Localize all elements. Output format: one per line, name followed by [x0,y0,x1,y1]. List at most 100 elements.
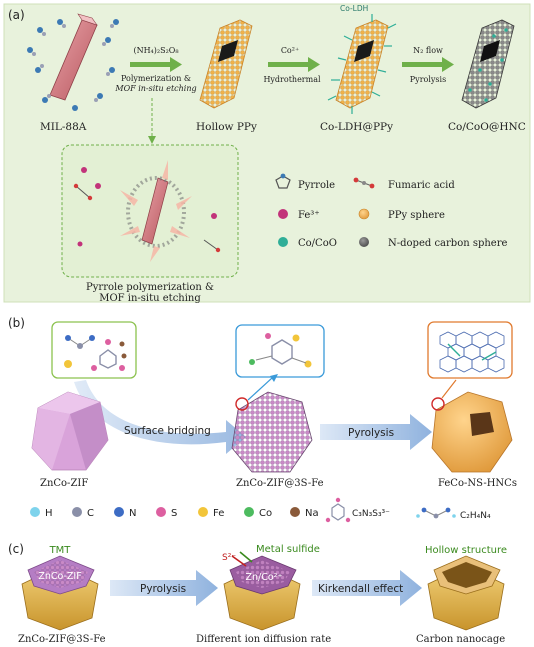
arrow-pyrolysis-b-label: Pyrolysis [348,427,394,439]
co-coo-icon [278,237,288,247]
svg-text:N: N [129,508,136,519]
stage-label-c-1: ZnCo-ZIF@3S-Fe [18,634,106,645]
co-ldh-ppy-structure [327,14,397,114]
stage-label-c-2: Different ion diffusion rate [196,634,331,645]
atom-legend-na: Na [290,507,319,519]
inset-arrows [120,160,192,262]
znco-zif-3s-fe [231,374,313,473]
formula-1-text: C₃N₃S₃³⁻ [352,509,390,519]
fumaric-acid-icon [353,177,375,189]
atom-legend: H C N S Fe Co Na C₃N₃S₃³⁻ C₂H₄N₄ [30,497,491,523]
svg-text:Fe: Fe [213,508,224,519]
fe-ion-icon [278,209,288,219]
atom-legend-s: S [156,507,177,519]
feco-ns-hncs-opening [470,412,494,436]
co-coo-hnc-structure [461,19,515,109]
legend-label-fumaric: Fumaric acid [388,180,455,191]
arrow2-top-label: Co²⁺ [281,46,299,55]
arrow-kirkendall: Kirkendall effect [312,570,422,606]
formula-c2h4n4: C₂H₄N₄ [416,507,491,521]
hollow-ppy-opening [218,40,238,62]
legend-a-item-fe: Fe³⁺ [278,209,320,221]
legend-label-carbon: N-doped carbon sphere [388,238,508,249]
legend-a-item-co-coo: Co/CoO [278,237,337,249]
molecule-box-right [427,321,513,379]
arrow-kirkendall-label: Kirkendall effect [318,583,403,595]
svg-text:Co: Co [259,508,272,519]
co-ldh-tag: Co-LDH [340,4,368,13]
feco-ns-hncs [431,379,513,473]
molecule-box-left-content [64,335,127,371]
arrow-surface-bridging-label: Surface bridging [124,425,211,437]
znco-zif-polyhedron [31,391,109,471]
svg-text:C: C [87,508,94,519]
s-ion-arrow [231,555,247,567]
atom-legend-c: C [72,507,94,519]
arrow1-bottom-label-2: MOF in-situ etching [114,84,196,93]
panel-c: (c) ZnCo-ZIF TMT ZnCo-ZIF@3S-Fe Pyrolysi… [8,542,507,645]
zoom-circle-right [431,397,445,411]
arrow1-bottom-label-1: Polymerization & [121,74,191,83]
arrow1-top-label: (NH₄)₂S₂O₈ [133,46,178,55]
atom-legend-h: H [30,507,53,519]
panel-c-label: (c) [8,542,24,556]
atom-legend-co: Co [244,507,272,519]
legend-a: Pyrrole Fumaric acid Fe³⁺ PPy sphere [275,173,508,249]
svg-text:Na: Na [305,508,319,519]
stage-label-c-3: Carbon nanocage [416,634,505,645]
arrow-pyrolysis-c-label: Pyrolysis [140,583,186,595]
molecule-box-middle [235,324,325,378]
inset-connector-arrowhead [148,136,156,144]
molecule-box-middle-content [249,333,312,368]
legend-a-item-ppy: PPy sphere [358,208,445,221]
arrow-pyrolysis-b: Pyrolysis [320,414,432,450]
cube-label: ZnCo-ZIF [38,571,81,582]
panel-b-label: (b) [8,316,25,330]
tmt-label: TMT [49,545,72,556]
legend-label-ppy: PPy sphere [388,210,445,221]
stage-label-feco-ns-hncs: FeCo-NS-HNCs [438,478,517,489]
s-ion-label: S²⁻ [222,553,236,563]
metal-sulfide-label: Metal sulfide [256,544,320,555]
arrow2-bottom-label: Hydrothermal [263,75,321,84]
arrow-hydrothermal: Co²⁺ Hydrothermal [263,46,321,84]
inset-caption-1: Pyrrole polymerization & [86,282,214,293]
carbon-atoms [32,24,114,102]
hollow-structure-label: Hollow structure [425,545,507,556]
inset-molecules [73,167,221,253]
arrow-pyrolysis-c: Pyrolysis [110,570,218,606]
arrow-pyrolysis-a: N₂ flow Pyrolysis [402,46,454,84]
legend-a-item-carbon: N-doped carbon sphere [359,237,508,249]
cube-ion-diffusion [223,551,301,631]
arrow3-bottom-label: Pyrolysis [410,75,446,84]
cube-znco-zif-3s-fe [21,555,99,631]
mil88a-structure [27,13,119,111]
molecule-box-right-content [439,331,505,373]
svg-text:S: S [171,508,177,519]
formula-2-text: C₂H₄N₄ [460,511,491,521]
stage-label-co-coo-hnc: Co/CoO@HNC [448,121,526,133]
atom-legend-fe: Fe [198,507,224,519]
panel-a-label: (a) [8,8,25,22]
arrow3-top-label: N₂ flow [413,46,443,55]
stage-label-co-ldh-ppy: Co-LDH@PPy [320,121,393,133]
legend-label-pyrrole: Pyrrole [298,180,335,191]
svg-text:H: H [45,508,53,519]
legend-label-co-coo: Co/CoO [298,238,337,249]
arrow-polymerization: (NH₄)₂S₂O₈ Polymerization & MOF in-situ … [114,46,196,93]
formula-c3n3s3: C₃N₃S₃³⁻ [325,497,390,523]
legend-a-item-fumaric: Fumaric acid [353,177,455,191]
inset-box: Pyrrole polymerization & MOF in-situ etc… [61,144,239,304]
curved-arrow [74,380,246,454]
stage-label-znco-zif: ZnCo-ZIF [40,478,88,489]
hollow-ppy-structure [199,19,253,109]
inset-caption-2: MOF in-situ etching [99,293,201,304]
panel-a: (a) MIL-88A (NH₄)₂S₂O₈ Polymerization [3,3,531,304]
ppy-sphere-icon [358,208,370,220]
stage-label-znco-zif-3s-fe: ZnCo-ZIF@3S-Fe [236,478,324,489]
legend-a-item-pyrrole: Pyrrole [275,173,335,191]
metal-ion-arrow [239,551,253,563]
zoom-circle-middle [235,397,249,411]
carbon-sphere-icon [359,237,369,247]
stage-label-hollow-ppy: Hollow PPy [196,121,257,133]
